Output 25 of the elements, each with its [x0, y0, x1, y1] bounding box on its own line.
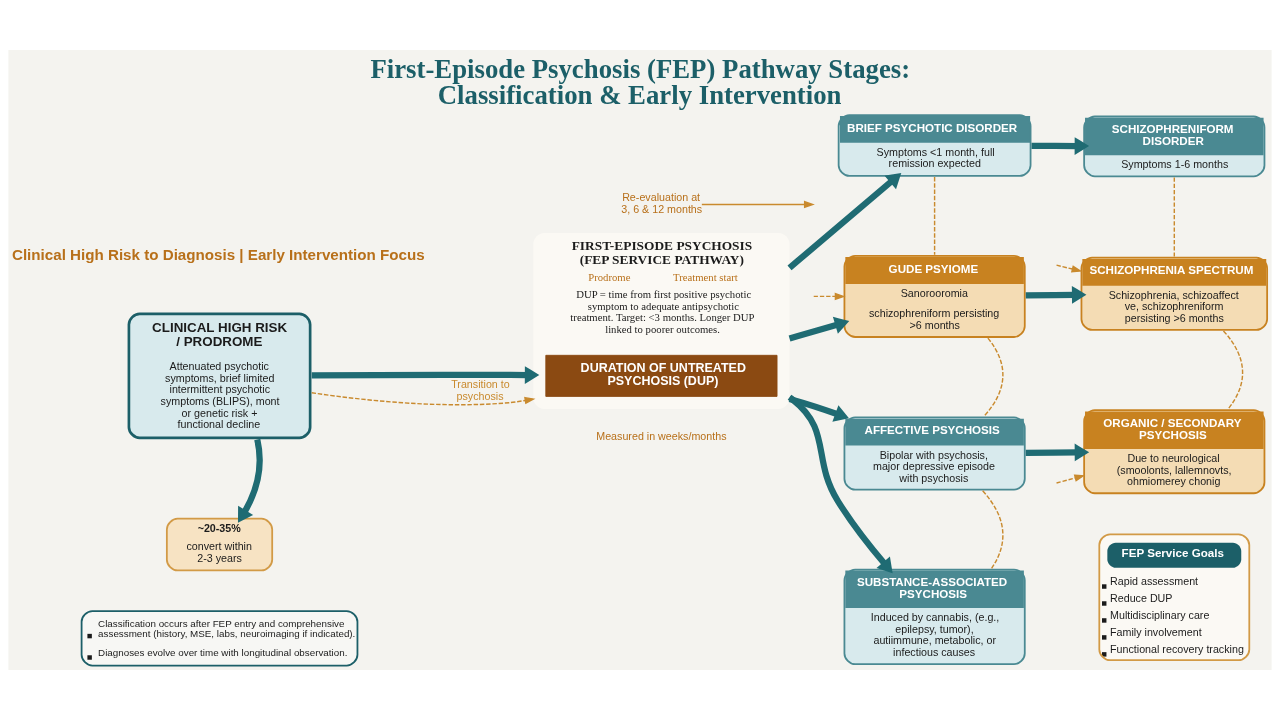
diagram-title: First-Episode Psychosis (FEP) Pathway Stages: Classification & Early Intervention: [370, 53, 911, 111]
connector: [933, 176, 936, 256]
arrow: [1055, 264, 1083, 273]
arrow: [238, 438, 263, 523]
arrow: [1025, 286, 1087, 304]
node-text: Re-evaluation at 3, 6 & 12 months: [621, 191, 703, 216]
arrow: [1031, 137, 1090, 155]
connector: [983, 337, 1004, 418]
edge-label: Transition to psychosis: [451, 377, 510, 402]
connector: [1222, 330, 1244, 410]
arrow: [788, 395, 849, 422]
arrow: [311, 392, 536, 406]
arrow: [813, 292, 846, 301]
arrow: [1025, 443, 1090, 462]
arrow: [311, 366, 540, 384]
arrow: [787, 173, 902, 271]
node-label: Measured in weeks/months: [596, 430, 727, 443]
connector: [981, 490, 1004, 570]
arrow: [1055, 474, 1086, 484]
arrow: [787, 394, 893, 574]
arrow: [788, 316, 850, 342]
label: Clinical High Risk to Diagnosis | Early Intervention Focus: [11, 245, 425, 263]
arrow: [701, 200, 815, 209]
connector: [1173, 176, 1175, 258]
node-box: DURATION OF UNTREATED PSYCHOSIS (DUP): [545, 354, 778, 397]
